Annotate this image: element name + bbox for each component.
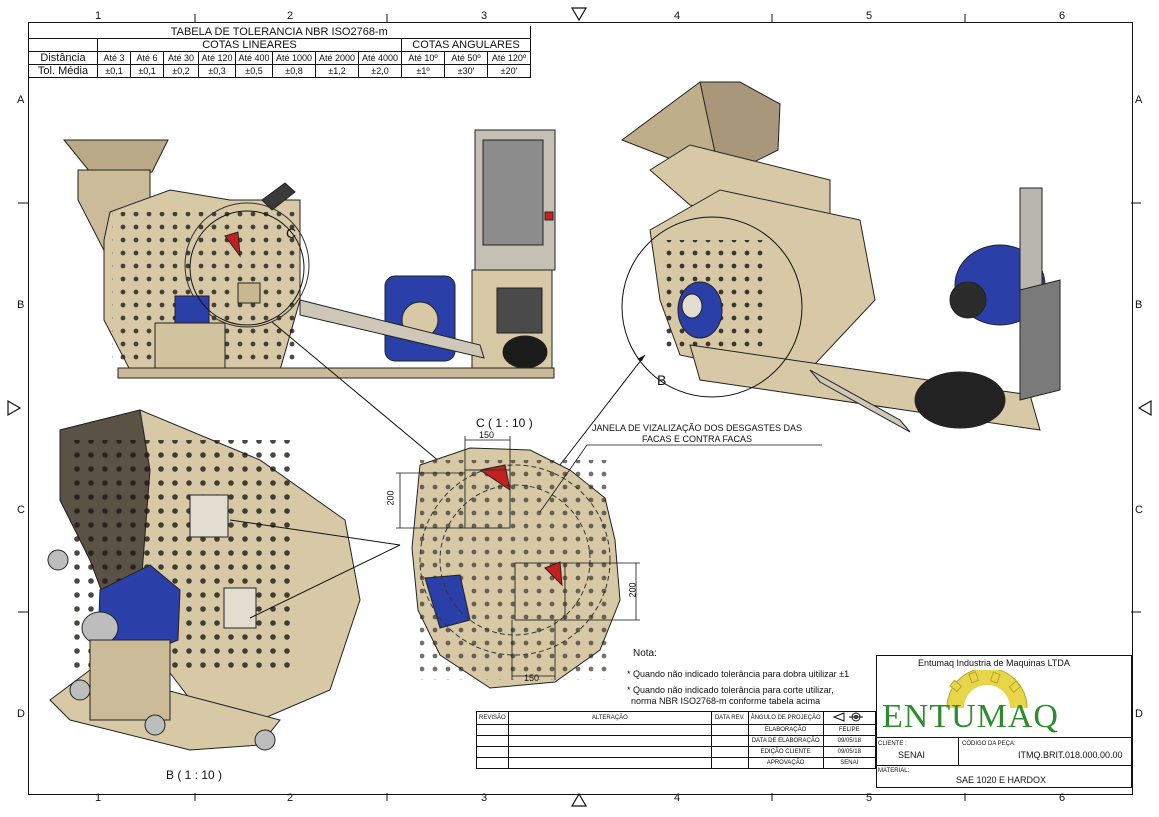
callout-text: JANELA DE VIZALIZAÇÃO DOS DESGASTES DAS …: [592, 423, 803, 444]
tolerance-table: TABELA DE TOLERANCIA NBR ISO2768-m COTAS…: [28, 26, 531, 78]
detail-b-circle: [621, 216, 803, 398]
detail-c-view: [411, 447, 621, 689]
tolerance-row1-label: Distância: [28, 51, 98, 65]
detail-c-leader: [271, 321, 441, 463]
tolerance-row2-label: Tol. Média: [28, 64, 98, 78]
center-mark-left: [7, 399, 22, 417]
zone-row-c-right: C: [1135, 504, 1143, 516]
rev-row-label: DATA DE ELABORAÇÃO: [747, 735, 824, 747]
detail-b-title: B ( 1 : 10 ): [166, 768, 223, 782]
zone-row-d-right: D: [1135, 708, 1143, 720]
zone-row-b: B: [17, 299, 25, 311]
zone-col-1: 1: [95, 10, 102, 22]
title-block: [876, 655, 1132, 788]
detail-c-marker: C: [286, 225, 297, 241]
rev-col-change: ALTERAÇÃO: [507, 711, 712, 725]
tol-value: ±1,2: [315, 64, 359, 78]
detail-b-marker: B: [657, 372, 667, 388]
zone-col-3: 3: [481, 10, 488, 22]
part-code-value: ITMQ.BRIT.018.000.00.00: [1018, 750, 1123, 760]
note-line-2: * Quando não indicado tolerância para co…: [627, 685, 834, 695]
zone-row-a: A: [17, 94, 25, 106]
client-value: SENAI: [898, 750, 926, 760]
center-mark-right: [1137, 399, 1152, 417]
detail-b-leader: [559, 354, 646, 466]
rev-row-value: 09/05/18: [822, 735, 877, 747]
zone-row-c: C: [17, 504, 25, 516]
zone-col-4: 4: [674, 10, 681, 22]
rev-col-rev: REVISÃO: [476, 711, 509, 725]
center-mark-bottom: [570, 792, 588, 807]
hopper: [62, 139, 169, 173]
detail-b-view: [47, 409, 361, 751]
dim-height-left: 200: [385, 490, 396, 506]
material-label: MATERIAL:: [878, 768, 910, 774]
zone-col-2: 2: [287, 10, 294, 22]
rev-row-value: 09/05/18: [822, 746, 877, 758]
rev-row-label: EDIÇÃO CLIENTE: [747, 746, 824, 758]
center-mark-top: [570, 7, 588, 22]
rev-row-label: ELABORAÇÃO: [747, 724, 824, 736]
zone-col-5: 5: [866, 10, 873, 22]
zone-col-2-bottom: 2: [287, 792, 294, 804]
zone-row-b-right: B: [1135, 299, 1143, 311]
gear-logo-icon: [946, 670, 1028, 709]
dim-width-top: 150: [479, 430, 495, 440]
detail-c-circle: [189, 210, 305, 326]
rev-row-value: SENAI: [822, 757, 877, 769]
note-line-1: * Quando não indicado tolerância para do…: [627, 669, 850, 679]
tol-value: ±0,1: [97, 64, 131, 78]
zone-row-a-right: A: [1135, 94, 1143, 106]
front-view: [62, 129, 556, 379]
rev-col-date: DATA REV.: [710, 711, 749, 725]
company-name: Entumaq Industria de Maquinas LTDA: [918, 658, 1070, 668]
zone-col-4-bottom: 4: [674, 792, 681, 804]
material-value: SAE 1020 E HARDOX: [956, 775, 1047, 785]
zone-col-3-bottom: 3: [481, 792, 488, 804]
client-label: CLIENTE :: [878, 741, 907, 747]
projection-symbol-icon: [822, 711, 877, 725]
rev-row-value: FELIPE: [822, 724, 877, 736]
isometric-view: [620, 81, 1061, 433]
zone-row-d: D: [17, 708, 25, 720]
dim-width-bottom: 150: [524, 673, 540, 683]
zone-col-5-bottom: 5: [866, 792, 873, 804]
tol-value-angular: ±20': [487, 64, 531, 78]
rev-projection-label: ÂNGULO DE PROJEÇÃO: [747, 711, 824, 725]
detail-c-dimensions: [396, 436, 822, 680]
tolerance-group-angular: COTAS ANGULARES: [401, 38, 531, 52]
revision-block: REVISÃO ALTERAÇÃO DATA REV. ÂNGULO DE PR…: [476, 711, 877, 769]
zone-col-6-bottom: 6: [1059, 792, 1066, 804]
note-line-3: norma NBR ISO2768-m conforme tabela acim…: [631, 696, 821, 706]
company-logo-text: ENTUMAQ: [882, 698, 1059, 735]
dim-height-right: 200: [627, 582, 638, 598]
zone-col-6: 6: [1059, 10, 1066, 22]
part-code-label: CÓDIGO DA PEÇA:: [962, 741, 1016, 747]
tol-value-angular: ±30': [444, 64, 488, 78]
note-heading: Nota:: [633, 648, 657, 659]
detail-c-title: C ( 1 : 10 ): [476, 416, 533, 430]
zone-col-1-bottom: 1: [95, 792, 102, 804]
drawing-frame: [28, 22, 1133, 795]
rev-row-label: APROVAÇÃO: [747, 757, 824, 769]
